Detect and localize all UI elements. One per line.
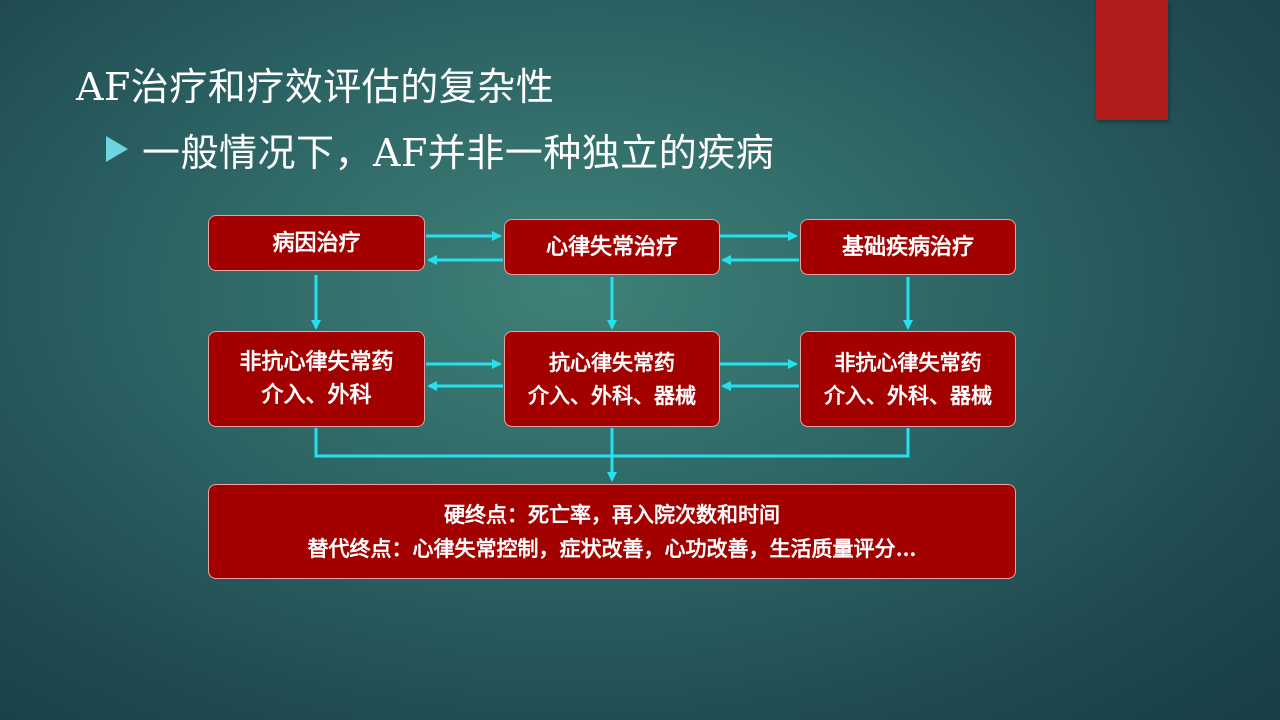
box-label-line2: 介入、外科、器械 [528,383,696,408]
surrogate-endpoint-text: 替代终点：心律失常控制，症状改善，心功改善，生活质量评分… [307,535,917,561]
box-label: 心律失常治疗 [545,233,678,260]
box-label: 基础疾病治疗 [841,233,974,260]
box-non-antiarrhythmic-left: 非抗心律失常药 介入、外科 [208,331,425,427]
box-label-line2: 介入、外科 [261,382,372,408]
box-label-line1: 非抗心律失常药 [239,349,394,375]
box-underlying-disease-treatment: 基础疾病治疗 [800,219,1016,275]
bullet-arrow-icon [106,136,128,162]
box-label-line1: 非抗心律失常药 [834,350,982,375]
box-endpoints: 硬终点：死亡率，再入院次数和时间 替代终点：心律失常控制，症状改善，心功改善，生… [208,484,1016,579]
box-non-antiarrhythmic-right: 非抗心律失常药 介入、外科、器械 [800,331,1016,427]
slide-title: AF治疗和疗效评估的复杂性 [76,65,555,109]
box-antiarrhythmic-center: 抗心律失常药 介入、外科、器械 [504,331,720,427]
bullet-text: 一般情况下，AF并非一种独立的疾病 [142,130,775,175]
box-arrhythmia-treatment: 心律失常治疗 [504,219,720,275]
box-label-line2: 介入、外科、器械 [824,383,992,408]
box-label: 病因治疗 [272,229,361,256]
bullet-item: 一般情况下，AF并非一种独立的疾病 [106,124,775,175]
box-etiology-treatment: 病因治疗 [208,215,425,271]
box-label-line1: 抗心律失常药 [549,350,675,375]
hard-endpoint-text: 硬终点：死亡率，再入院次数和时间 [444,501,780,527]
accent-block [1096,0,1168,120]
